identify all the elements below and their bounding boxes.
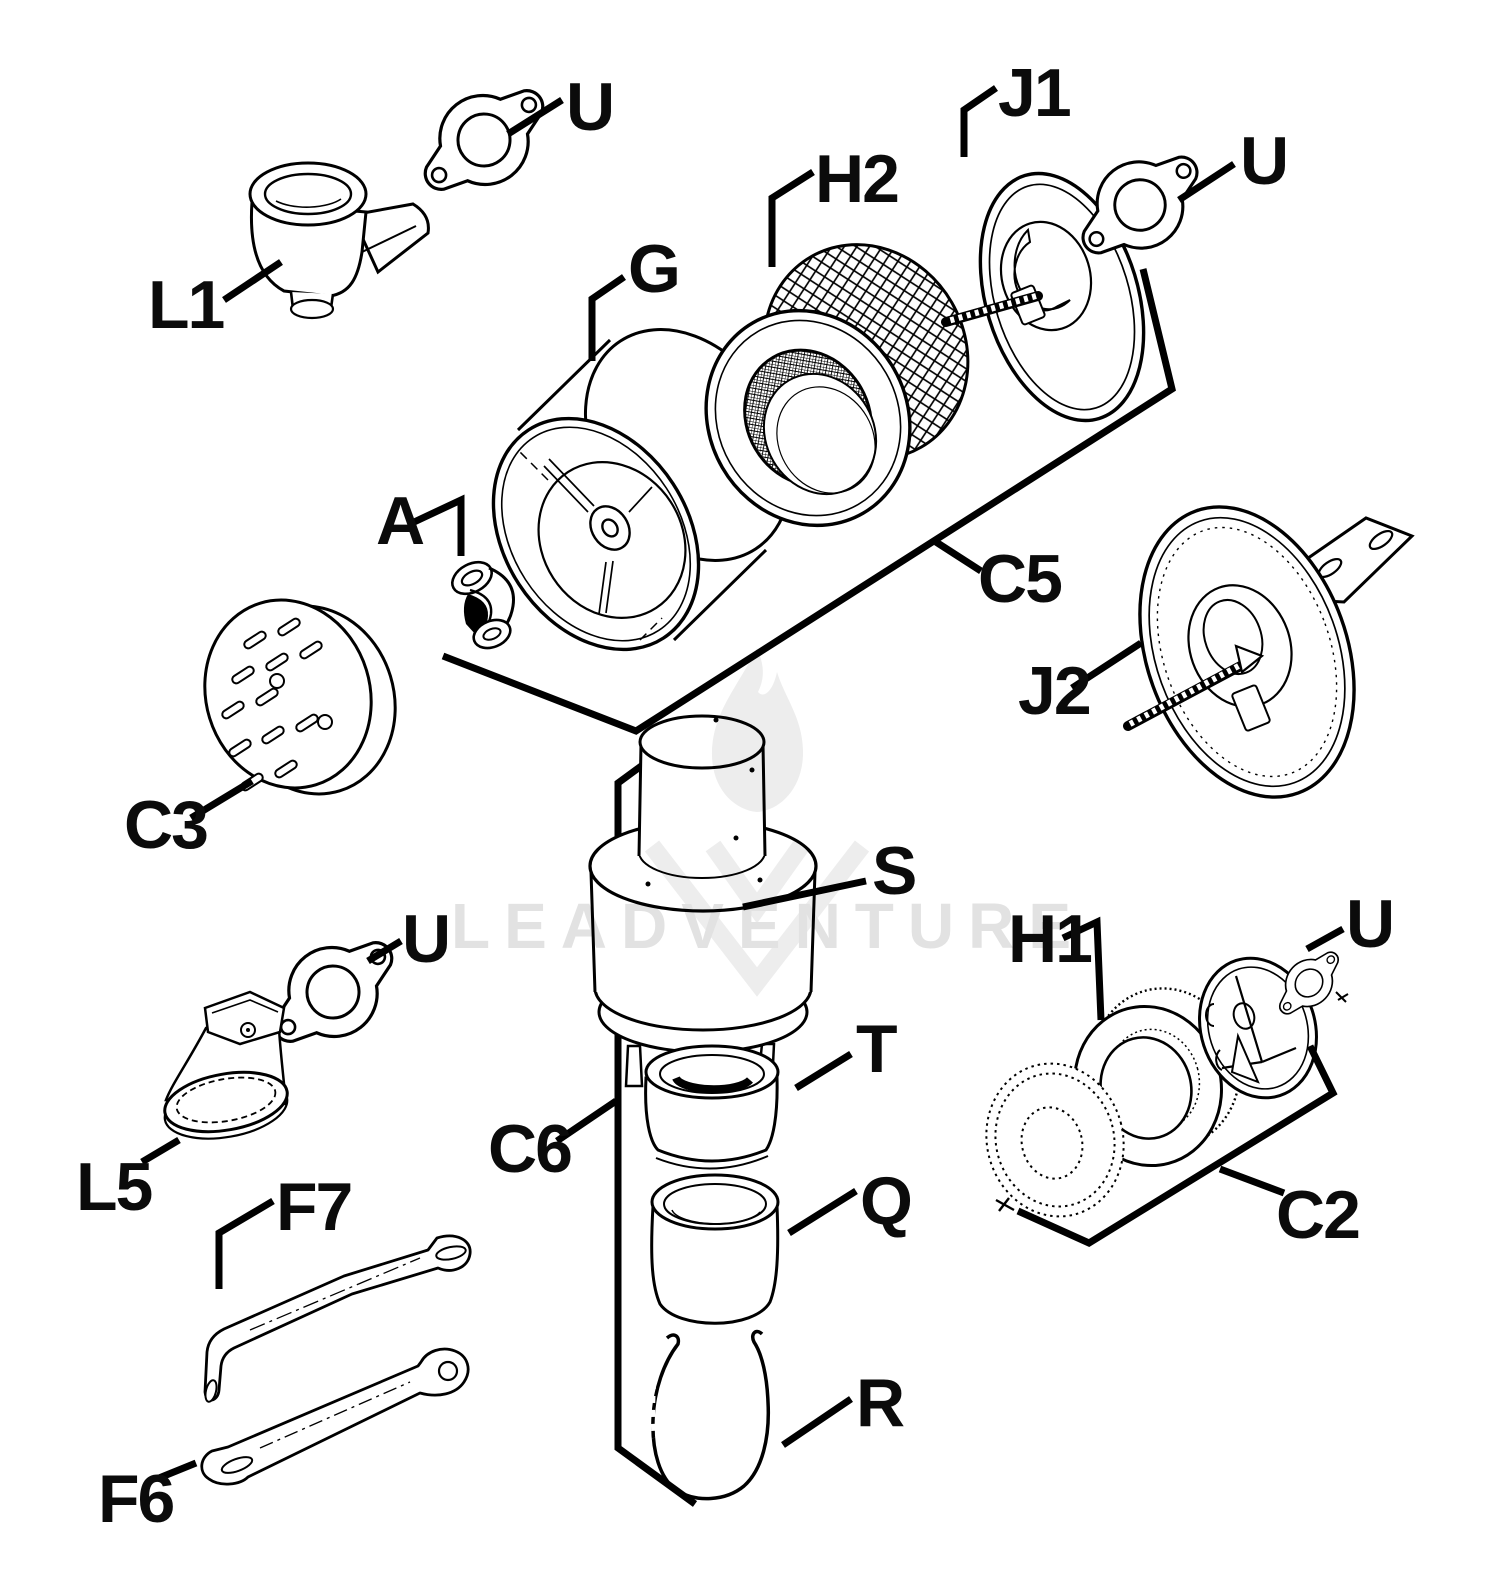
part-u-gasket-top-left (399, 59, 569, 221)
part-l1-breather-elbow (248, 161, 430, 320)
callout-q: Q (860, 1163, 911, 1239)
leader-u-bottom-right (1305, 925, 1345, 953)
leader-l1 (222, 259, 283, 303)
callout-c5: C5 (978, 541, 1061, 617)
leader-s (742, 877, 867, 911)
leader-q (787, 1188, 858, 1236)
callout-j1: J1 (998, 55, 1070, 131)
leader-f7 (215, 1197, 275, 1289)
callout-s: S (872, 833, 915, 909)
callout-f7: F7 (276, 1169, 351, 1245)
leader-l5 (140, 1136, 181, 1166)
leader-u-top-right (1177, 161, 1236, 203)
leader-h1 (1061, 916, 1105, 1021)
part-j2-plate (1123, 505, 1415, 799)
callout-g: G (628, 231, 679, 307)
leader-a (410, 494, 465, 556)
callout-labels: U L1 G H2 J1 U C5 J2 A C3 U L5 F7 F6 C6 … (76, 55, 1395, 1537)
part-r-bail-wire (650, 1329, 771, 1501)
callout-h2: H2 (815, 141, 898, 217)
leader-g (588, 274, 626, 361)
part-g-element (491, 328, 793, 652)
leader-c2 (1218, 1165, 1286, 1197)
callout-u-gasket-top-left: U (566, 69, 613, 145)
watermark-flame-icon (711, 648, 804, 812)
part-t-cup (644, 1044, 780, 1170)
leader-f6 (157, 1459, 198, 1482)
callout-u-gasket-top-right: U (1240, 123, 1287, 199)
part-c3-plate (203, 598, 397, 796)
callout-a: A (376, 483, 424, 559)
part-l5-elbow (163, 990, 289, 1140)
part-h2-mesh-element (704, 243, 970, 528)
leader-u-mid-left (366, 938, 403, 964)
leader-lines (140, 85, 1345, 1482)
leader-r (781, 1396, 853, 1448)
callout-u-gasket-mid-left: U (402, 901, 449, 977)
c5-bracket-line (441, 268, 1176, 735)
callout-l5: L5 (76, 1149, 152, 1225)
callout-f6: F6 (98, 1461, 174, 1537)
callout-u-gasket-bottom-right: U (1346, 886, 1393, 962)
leader-j2 (1070, 640, 1143, 691)
leader-t (794, 1051, 853, 1091)
part-a-clamp (451, 560, 515, 650)
part-f7-bracket (203, 1234, 472, 1403)
callout-c3: C3 (124, 787, 207, 863)
part-f6-strap (200, 1347, 470, 1486)
leader-h2 (768, 169, 815, 267)
callout-c2: C2 (1276, 1177, 1359, 1253)
callout-j2: J2 (1018, 653, 1090, 729)
c2-bracket-line (1016, 1044, 1338, 1247)
leader-j1 (960, 85, 998, 157)
callout-t: T (856, 1011, 897, 1087)
callout-l1: L1 (148, 267, 224, 343)
leader-c5 (934, 539, 983, 574)
leader-c6 (555, 1098, 618, 1144)
callout-h1: H1 (1008, 901, 1091, 977)
callout-c6: C6 (488, 1111, 571, 1187)
part-u-gasket-bottom-right (1264, 938, 1354, 1028)
callout-r: R (856, 1365, 904, 1441)
part-c2-backplate (985, 1062, 1125, 1218)
leader-u-top-left (506, 97, 564, 137)
leader-c3 (189, 778, 254, 821)
part-q-bowl (650, 1173, 780, 1325)
